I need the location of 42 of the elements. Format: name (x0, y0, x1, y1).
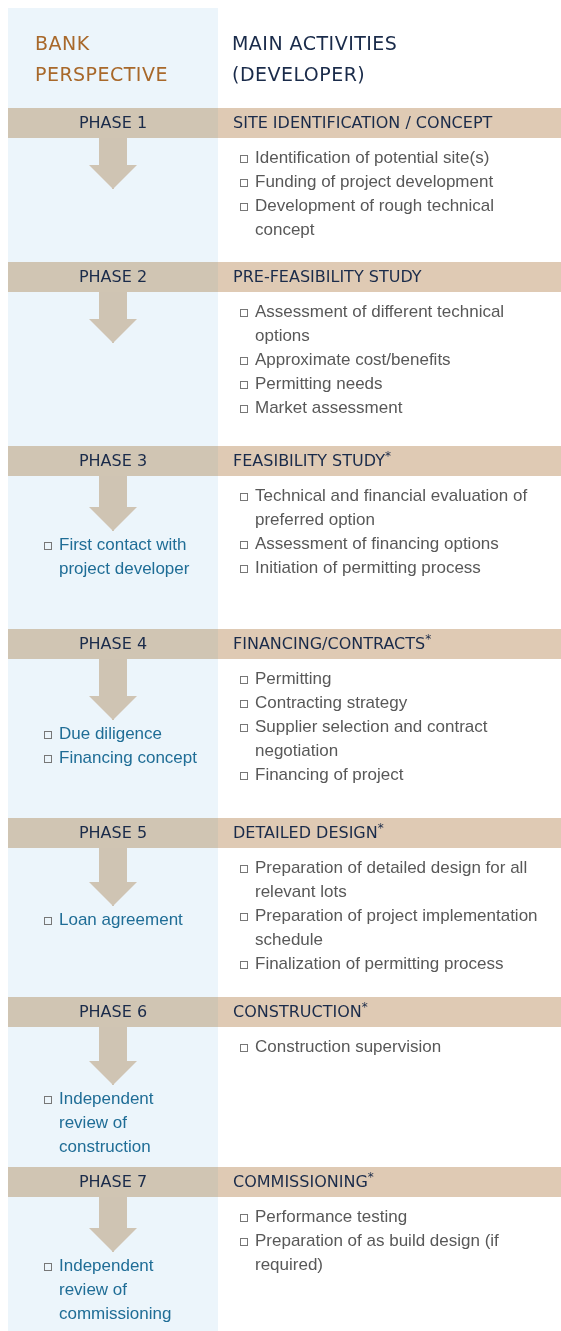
bullet-text: Permitting needs (255, 373, 383, 395)
bullet-text: Identification of potential site(s) (255, 147, 490, 169)
column-heading: MAIN ACTIVITIES (DEVELOPER) (232, 31, 399, 87)
bullet-text: Technical and financial evaluation of preferred option (255, 485, 529, 531)
phase-band: PHASE 1 (8, 108, 218, 138)
bullet-text: Preparation of project implementation schedule (255, 905, 539, 951)
bullet-text: Market assessment (255, 397, 403, 419)
bullet-text: Independent review of commissioning (59, 1255, 173, 1325)
bullet-text: First contact with project developer (59, 534, 191, 580)
activity-band: PRE-FEASIBILITY STUDY (218, 262, 561, 292)
column-heading: BANK PERSPECTIVE (35, 31, 169, 87)
activity-band: SITE IDENTIFICATION / CONCEPT (218, 108, 561, 138)
activity-band: FEASIBILITY STUDY$^{*}$ (218, 446, 561, 476)
bullet-text: Financing concept (59, 747, 197, 769)
phase-band: PHASE 5 (8, 818, 218, 848)
bullet-text: Performance testing (255, 1206, 408, 1228)
activity-band: FINANCING/CONTRACTS$^{*}$ (218, 629, 561, 659)
bullet-text: Contracting strategy (255, 692, 408, 714)
bullet-text: Assessment of different technical options (255, 301, 506, 347)
activity-band: COMMISSIONING$^{*}$ (218, 1167, 561, 1197)
phase-band: PHASE 7 (8, 1167, 218, 1197)
bullet-text: Permitting (255, 668, 332, 690)
bullet-text: Supplier selection and contract negotiation (255, 716, 489, 762)
bullet-text: Loan agreement (59, 909, 183, 931)
bullet-text: Approximate cost/benefits (255, 349, 451, 371)
activity-band: CONSTRUCTION$^{*}$ (218, 997, 561, 1027)
bullet-text: Initiation of permitting process (255, 557, 481, 579)
bullet-text: Funding of project development (255, 171, 494, 193)
bullet-text: Preparation of as build design (if required) (255, 1230, 500, 1276)
bullet-text: Assessment of financing options (255, 533, 499, 555)
bullet-text: Development of rough technical concept (255, 195, 496, 241)
phase-band: PHASE 4 (8, 629, 218, 659)
bullet-text: Preparation of detailed design for all relevant lots (255, 857, 529, 903)
phase-band: PHASE 2 (8, 262, 218, 292)
bullet-text: Independent review of construction (59, 1088, 155, 1158)
activity-band: DETAILED DESIGN$^{*}$ (218, 818, 561, 848)
phase-band: PHASE 6 (8, 997, 218, 1027)
bullet-text: Finalization of permitting process (255, 953, 504, 975)
bullet-text: Construction supervision (255, 1036, 442, 1058)
phase-band: PHASE 3 (8, 446, 218, 476)
bullet-text: Financing of project (255, 764, 404, 786)
bullet-text: Due diligence (59, 723, 162, 745)
